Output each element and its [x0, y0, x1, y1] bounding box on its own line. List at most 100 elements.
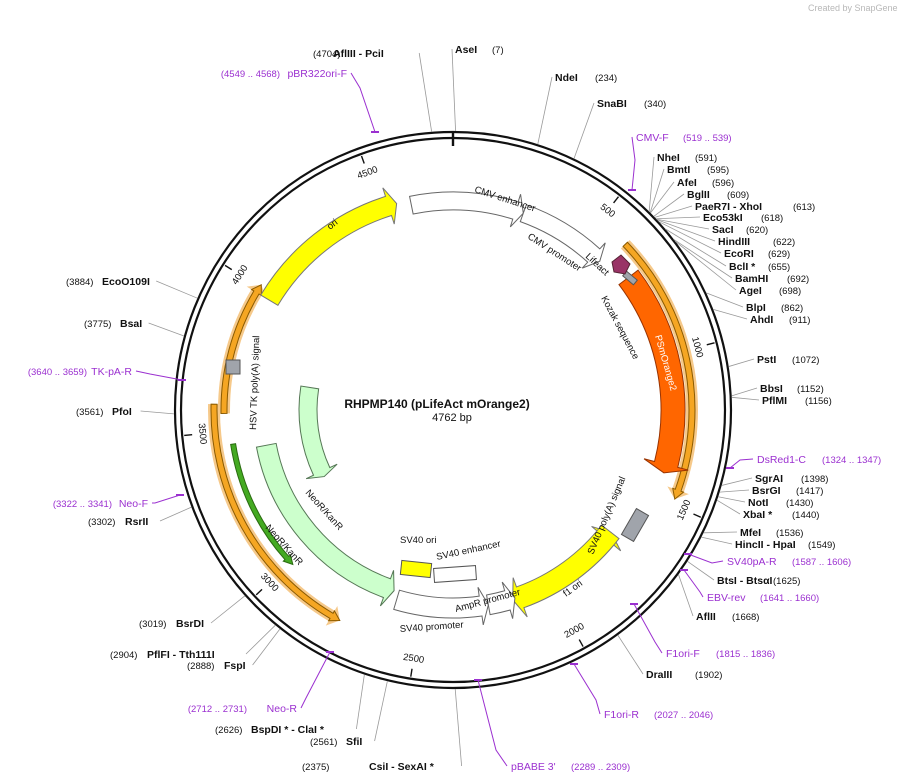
primer-range: (1324 .. 1347) [822, 455, 881, 466]
enzyme-name[interactable]: BbsI [760, 383, 783, 395]
enzyme-name[interactable]: PflMI [762, 395, 787, 407]
enzyme-name[interactable]: BspDI * - ClaI * [251, 724, 325, 736]
enzyme-position: (1430) [786, 498, 813, 509]
enzyme-name[interactable]: PfoI [112, 406, 132, 418]
enzyme-leader [252, 628, 281, 666]
tick-label: 3500 [196, 423, 209, 445]
primer-name[interactable]: DsRed1-C [757, 454, 806, 466]
enzyme-name[interactable]: BlpI [746, 302, 766, 314]
primer-name[interactable]: F1ori-R [604, 709, 639, 721]
enzyme-name[interactable]: AseI [455, 44, 477, 56]
tick-label: 1500 [675, 498, 693, 522]
enzyme-name[interactable]: SnaBI [597, 98, 627, 110]
enzyme-leader [356, 674, 365, 730]
primer-leader [633, 603, 663, 654]
enzyme-leader [418, 52, 433, 132]
primer-range: (1815 .. 1836) [716, 649, 775, 660]
primer-name[interactable]: F1ori-F [666, 648, 700, 660]
enzyme-leader [728, 358, 755, 367]
neokan-outer-arrow[interactable] [210, 403, 341, 622]
primer-name[interactable]: EBV-rev [707, 592, 746, 604]
f1-ori-fwd-arrow[interactable] [512, 524, 620, 618]
enzyme-name[interactable]: Eco53kI [703, 212, 743, 224]
enzyme-position: (591) [695, 153, 717, 164]
enzyme-name[interactable]: HincII - HpaI [735, 539, 796, 551]
enzyme-name[interactable]: BmtI [667, 164, 690, 176]
ori-arrow[interactable] [260, 187, 398, 306]
enzyme-name[interactable]: EcoO109I [102, 276, 150, 288]
enzyme-position: (1440) [792, 510, 819, 521]
enzyme-name[interactable]: CsiI - SexAI * [369, 761, 435, 773]
primer-leader [631, 136, 636, 191]
sv40-polya-box[interactable] [620, 507, 650, 543]
enzyme-name[interactable]: XbaI * [743, 509, 773, 521]
neokan-inner2-arrow[interactable] [298, 385, 338, 480]
tick-mark [410, 668, 413, 677]
hsv-tk-polya-box[interactable] [225, 359, 241, 375]
enzyme-name[interactable]: BsaI [120, 318, 142, 330]
sv40-enhancer-box[interactable] [433, 565, 477, 583]
primer-name[interactable]: TK-pA-R [91, 366, 132, 378]
enzyme-position: (7) [492, 45, 504, 56]
feature-label-hsv-tk: HSV TK poly(A) signal [248, 335, 262, 430]
enzyme-name[interactable]: BglII [687, 189, 710, 201]
primer-name[interactable]: pBR322ori-F [287, 68, 347, 80]
porange-arrow[interactable] [618, 269, 689, 474]
enzyme-position: (618) [761, 213, 783, 224]
cmv-promoter-arrow[interactable] [519, 204, 606, 269]
enzyme-name[interactable]: BtsI - BtsαI [717, 575, 773, 587]
enzyme-name[interactable]: AflIII - PciI [333, 48, 384, 60]
enzyme-leader [674, 240, 737, 291]
enzyme-name[interactable]: SacI [712, 224, 734, 236]
sv40-promoter-arrow[interactable] [393, 586, 489, 626]
primer-range: (2027 .. 2046) [654, 710, 713, 721]
enzyme-leader [678, 574, 694, 617]
enzyme-name[interactable]: AhdI [750, 314, 773, 326]
primer-name[interactable]: Neo-R [267, 703, 298, 715]
enzyme-leader [656, 218, 710, 230]
enzyme-name[interactable]: SgrAI [755, 473, 783, 485]
enzyme-name[interactable]: DraIII [646, 669, 672, 681]
cmv-enhancer-arrow[interactable] [408, 191, 524, 228]
enzyme-name[interactable]: MfeI [740, 527, 761, 539]
enzyme-name[interactable]: SfiI [346, 736, 362, 748]
enzyme-name[interactable]: BamHI [735, 273, 768, 285]
enzyme-name[interactable]: RsrII [125, 516, 148, 528]
enzyme-name[interactable]: PaeR7I - XhoI [695, 201, 762, 213]
enzyme-name[interactable]: BclI * [729, 261, 756, 273]
tick-mark [224, 264, 233, 271]
enzyme-name[interactable]: AflII [696, 611, 716, 623]
ampr-promoter-arrow[interactable] [485, 581, 516, 619]
egfp-like-outer-arrow[interactable] [622, 241, 696, 500]
enzyme-name[interactable]: AfeI [677, 177, 697, 189]
neokan-green-arrow[interactable] [230, 443, 294, 566]
enzyme-name[interactable]: BsrDI [176, 618, 204, 630]
primer-name[interactable]: SV40pA-R [727, 556, 777, 568]
neokan-inner-arrow[interactable] [255, 442, 395, 607]
tick-label: 1000 [689, 336, 705, 359]
sv40-ori-box[interactable] [399, 559, 433, 579]
enzyme-leader [664, 228, 727, 267]
enzyme-name[interactable]: NheI [657, 152, 680, 164]
enzyme-leader [156, 280, 198, 299]
enzyme-name[interactable]: PstI [757, 354, 776, 366]
primer-leader [152, 494, 181, 504]
enzyme-leader [719, 489, 750, 493]
enzyme-name[interactable]: BsrGI [752, 485, 781, 497]
enzyme-position: (2375) [302, 762, 329, 773]
enzyme-name[interactable]: FspI [224, 660, 246, 672]
enzyme-name[interactable]: HindIII [718, 236, 750, 248]
enzyme-name[interactable]: PflFI - Tth111I [147, 649, 215, 661]
primer-name[interactable]: CMV-F [636, 132, 669, 144]
lifeact-feature[interactable] [611, 254, 631, 275]
enzyme-name[interactable]: EcoRI [724, 248, 754, 260]
enzyme-leader [656, 216, 701, 220]
enzyme-name[interactable]: NdeI [555, 72, 578, 84]
enzyme-name[interactable]: AgeI [739, 285, 762, 297]
enzyme-position: (609) [727, 190, 749, 201]
primer-name[interactable]: pBABE 3' [511, 761, 556, 773]
enzyme-position: (1536) [776, 528, 803, 539]
primer-name[interactable]: Neo-F [119, 498, 148, 510]
enzyme-name[interactable]: NotI [748, 497, 768, 509]
primer-range: (2289 .. 2309) [571, 762, 630, 773]
